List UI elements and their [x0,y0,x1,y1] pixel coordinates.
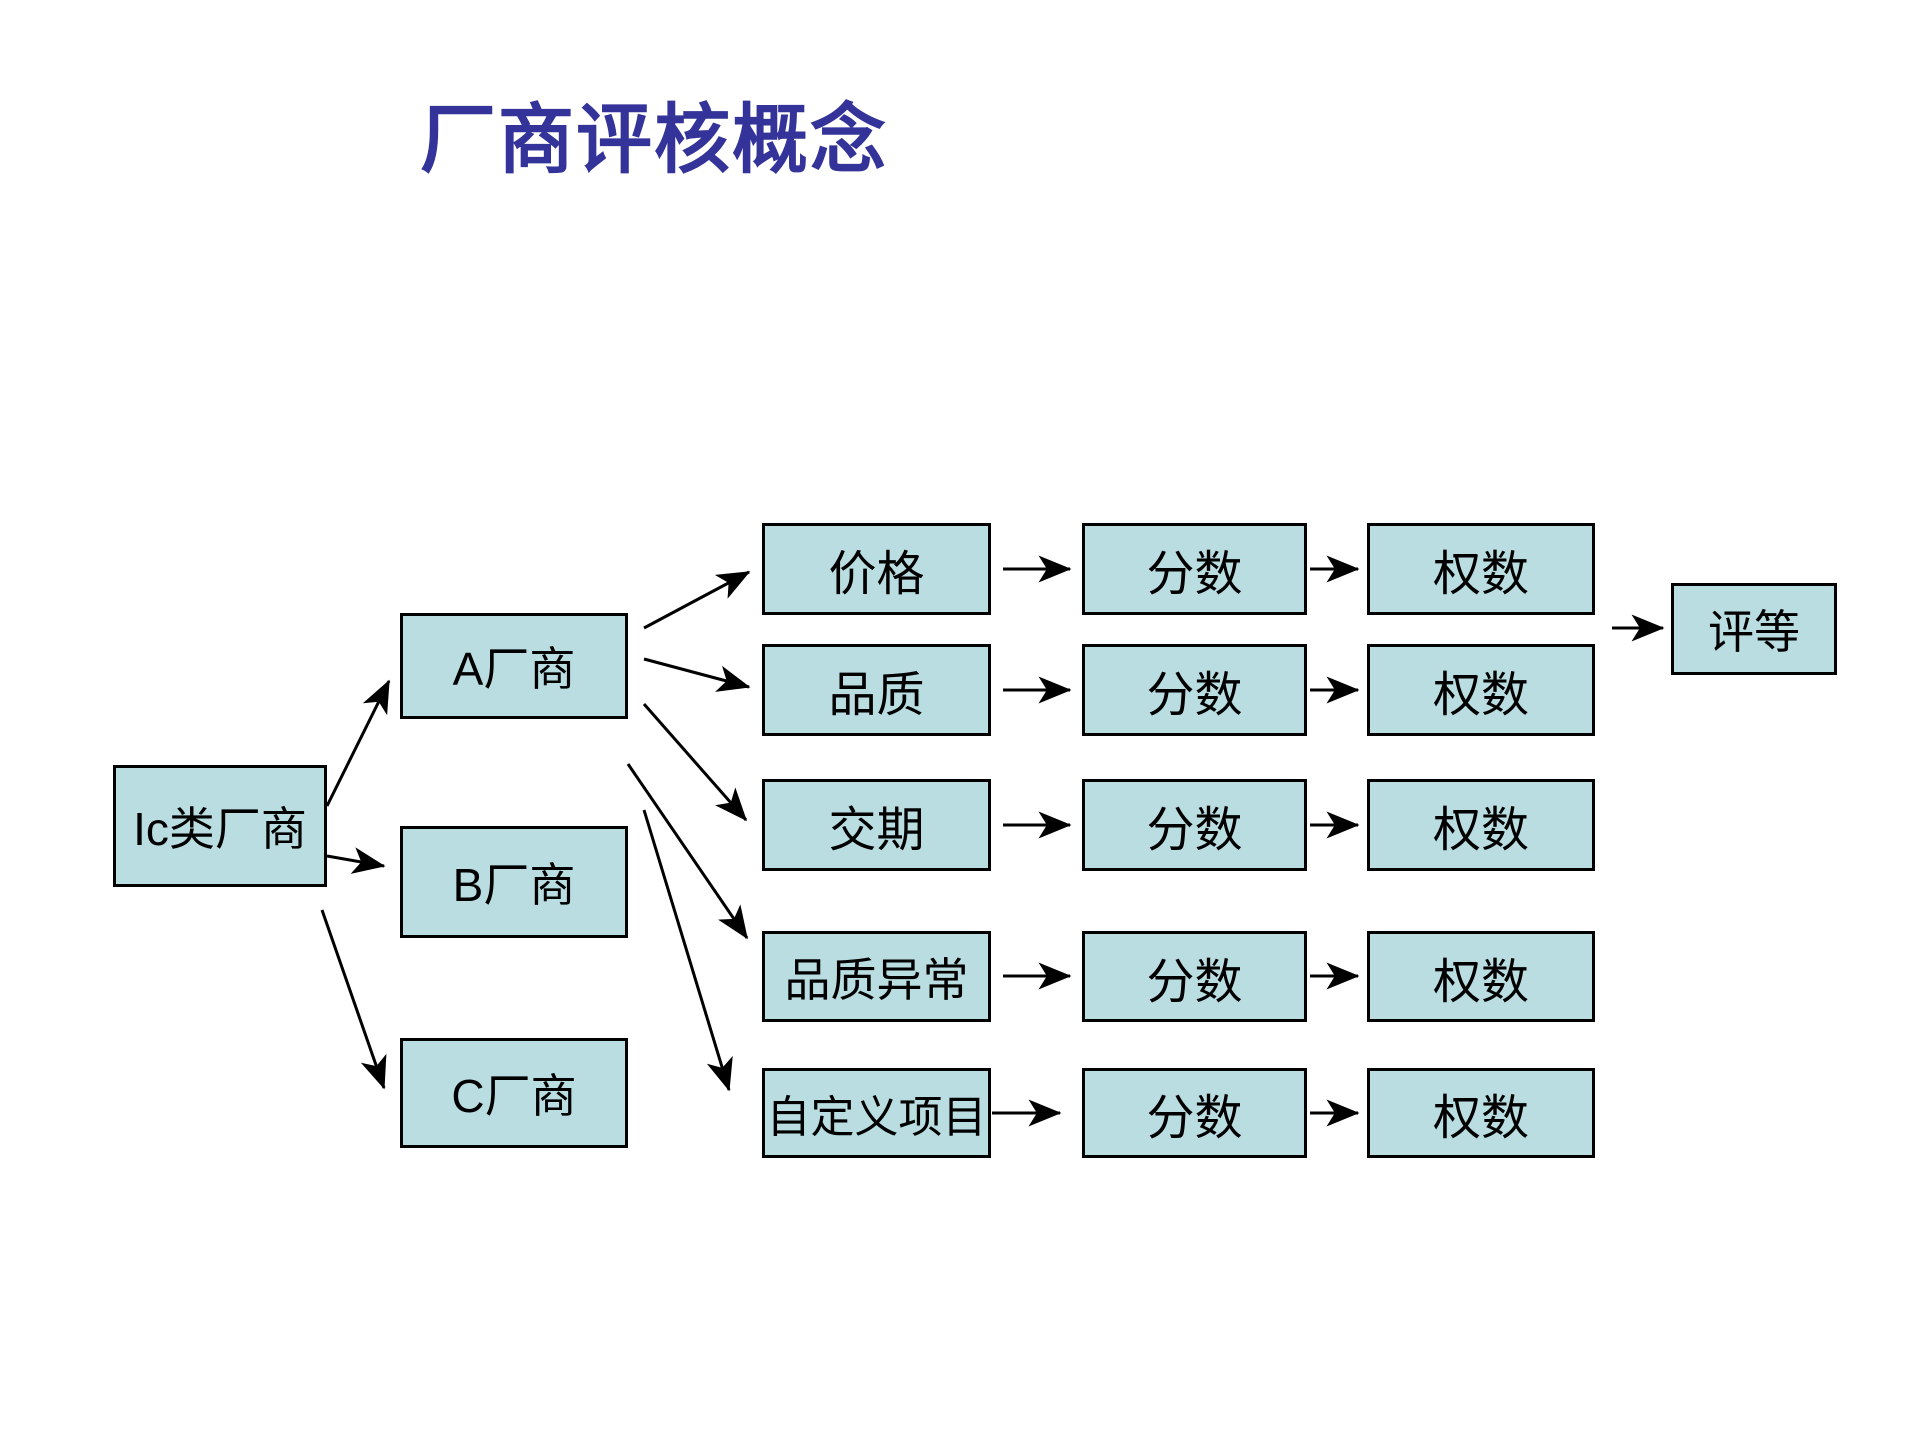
node-criterion-price: 价格 [762,523,991,615]
node-criterion-delivery: 交期 [762,779,991,871]
node-weight-3: 权数 [1367,779,1595,871]
node-criterion-quality: 品质 [762,644,991,736]
node-weight-2: 权数 [1367,644,1595,736]
node-vendor-b: B厂商 [400,826,628,938]
node-score-5: 分数 [1082,1068,1307,1158]
node-score-2: 分数 [1082,644,1307,736]
node-weight-4: 权数 [1367,931,1595,1022]
node-vendor-c: C厂商 [400,1038,628,1148]
node-score-3: 分数 [1082,779,1307,871]
page-title: 厂商评核概念 [420,98,888,183]
node-root-ic-vendors: Ic类厂商 [113,765,327,887]
node-criterion-quality-abnormal: 品质异常 [762,931,991,1022]
node-rating: 评等 [1671,583,1837,675]
node-score-4: 分数 [1082,931,1307,1022]
arrow-root-to-vendor-c [320,909,387,1090]
node-weight-1: 权数 [1367,523,1595,615]
arrow-root-to-vendor-b [326,847,386,874]
node-criterion-custom-item: 自定义项目 [762,1068,991,1158]
arrow-vendor-a-to-delivery [642,703,748,822]
arrow-vendor-a-to-custom-item [642,809,733,1092]
arrow-vendor-a-to-price [643,570,751,630]
node-score-1: 分数 [1082,523,1307,615]
arrow-vendor-a-to-quality-abnormal [626,763,749,940]
node-weight-5: 权数 [1367,1068,1595,1158]
node-vendor-a: A厂商 [400,613,628,719]
arrow-root-to-vendor-a [325,679,391,807]
arrow-vendor-a-to-quality [643,657,751,692]
